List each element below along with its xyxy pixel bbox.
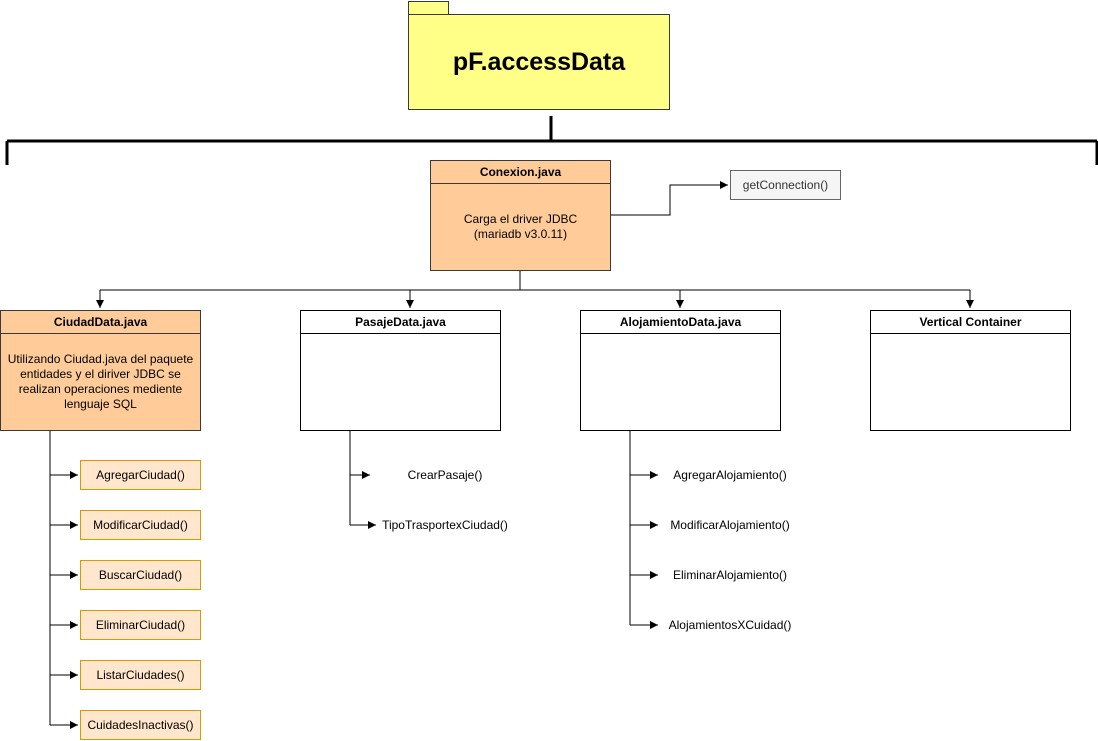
package-tab [408,1,449,15]
vertical-container-title: Vertical Container [871,311,1070,334]
method-alojamientos-x-cuidad[interactable]: AlojamientosXCuidad() [668,618,792,632]
ciudaddata-title: CiudadData.java [1,311,200,334]
package-title[interactable]: pF.accessData [408,14,670,110]
method-crear-pasaje[interactable]: CrearPasaje() [407,468,483,482]
pasajedata-title: PasajeData.java [301,311,500,334]
conexion-title: Conexion.java [431,161,610,184]
ciudaddata-class[interactable]: CiudadData.java Utilizando Ciudad.java d… [0,310,201,431]
method-listar-ciudades[interactable]: ListarCiudades() [80,660,201,690]
getconnection-node[interactable]: getConnection() [730,170,841,200]
method-tipo-trasporte-x-ciudad[interactable]: TipoTrasportexCiudad() [382,518,508,532]
conexion-class[interactable]: Conexion.java Carga el driver JDBC (mari… [430,160,611,271]
vertical-container[interactable]: Vertical Container [870,310,1071,431]
method-buscar-ciudad[interactable]: BuscarCiudad() [80,560,201,590]
method-eliminar-alojamiento[interactable]: EliminarAlojamiento() [672,568,788,582]
package-bracket [5,116,1098,165]
method-agregar-alojamiento[interactable]: AgregarAlojamiento() [673,468,787,482]
pasajedata-description [301,333,500,430]
alojamientodata-description [581,333,780,430]
alojamientodata-class[interactable]: AlojamientoData.java [580,310,781,431]
method-agregar-ciudad[interactable]: AgregarCiudad() [80,460,201,490]
conexion-description: Carga el driver JDBC (mariadb v3.0.11) [463,211,578,241]
method-eliminar-ciudad[interactable]: EliminarCiudad() [80,610,201,640]
edge-conexion-getconnection [611,181,728,216]
alojamientodata-title: AlojamientoData.java [581,311,780,334]
edges-pasaje-methods [349,430,376,529]
edges-alojamiento-methods [629,430,658,629]
vertical-container-description [871,333,1070,430]
edges-ciudad-methods [49,430,78,729]
method-cuidades-inactivas[interactable]: CuidadesInactivas() [80,710,201,740]
ciudaddata-description: Utilizando Ciudad.java del paquete entid… [7,351,194,411]
method-modificar-alojamiento[interactable]: ModificarAlojamiento() [670,518,790,532]
pasajedata-class[interactable]: PasajeData.java [300,310,501,431]
method-modificar-ciudad[interactable]: ModificarCiudad() [80,510,201,540]
edges-conexion-to-data [96,270,974,308]
